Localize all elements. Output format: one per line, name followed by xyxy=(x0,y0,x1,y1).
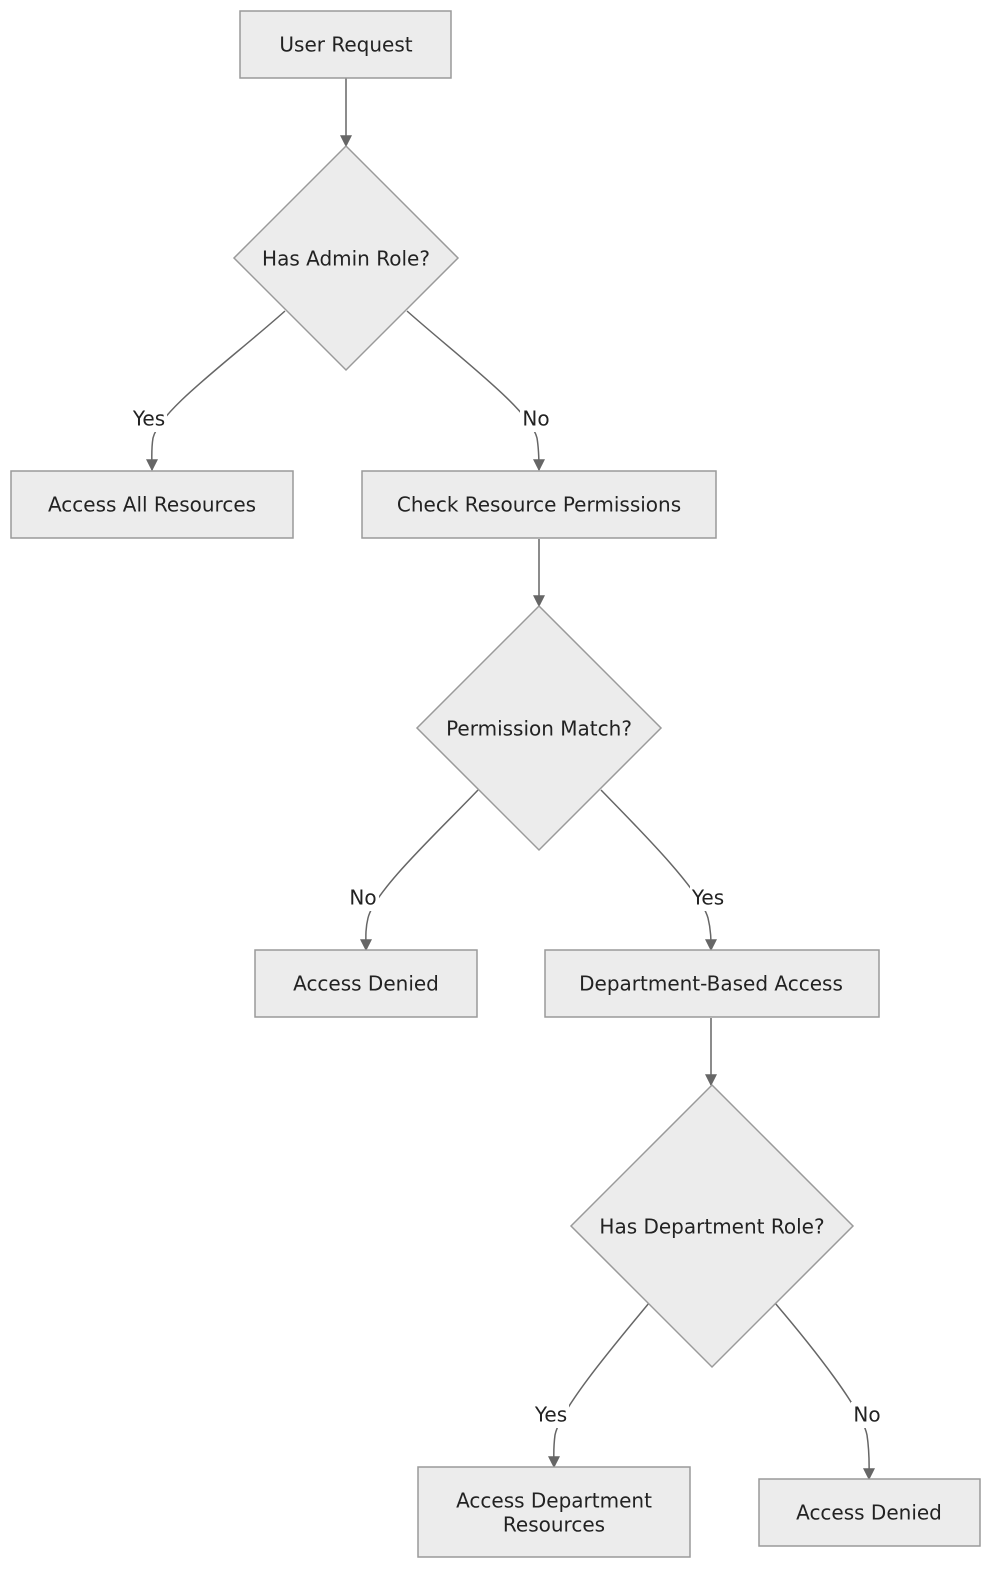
svg-text:Access Denied: Access Denied xyxy=(293,972,439,996)
svg-text:Resources: Resources xyxy=(503,1513,605,1537)
node-access-department-resources: Access Department Resources xyxy=(417,1466,691,1558)
node-access-denied-1: Access Denied xyxy=(254,949,478,1018)
edge-permission-no xyxy=(359,789,479,952)
nodes: User Request Has Admin Role? Access All … xyxy=(10,10,981,1558)
node-access-denied-2: Access Denied xyxy=(758,1478,981,1547)
svg-text:Has Admin Role?: Has Admin Role? xyxy=(262,247,430,271)
edge-label-dept-no: No xyxy=(853,1403,880,1427)
edge-label-dept-yes: Yes xyxy=(534,1403,567,1427)
svg-text:Access Department: Access Department xyxy=(456,1489,652,1513)
svg-text:Department-Based Access: Department-Based Access xyxy=(579,972,843,996)
svg-text:User Request: User Request xyxy=(279,33,412,57)
edge-admin-no xyxy=(406,310,545,472)
edge-label-permission-yes: Yes xyxy=(691,886,724,910)
svg-text:Access All Resources: Access All Resources xyxy=(48,493,256,517)
edge-dept-no xyxy=(774,1302,876,1481)
edge-label-admin-no: No xyxy=(522,407,549,431)
decision-has-department-role: Has Department Role? xyxy=(569,1083,855,1369)
edge-label-permission-no: No xyxy=(349,886,376,910)
decision-has-admin-role: Has Admin Role? xyxy=(232,144,460,372)
svg-text:Access Denied: Access Denied xyxy=(796,1501,942,1525)
edge-permission-yes xyxy=(600,789,717,952)
node-check-resource-permissions: Check Resource Permissions xyxy=(361,470,717,539)
svg-text:Has Department Role?: Has Department Role? xyxy=(599,1215,824,1239)
node-access-all-resources: Access All Resources xyxy=(10,470,294,539)
edge-dept-yes xyxy=(547,1302,650,1469)
node-department-based-access: Department-Based Access xyxy=(544,949,880,1018)
edge-labels: Yes No No Yes Yes No xyxy=(131,406,883,1428)
edge-admin-yes xyxy=(145,310,286,472)
node-user-request: User Request xyxy=(239,10,452,79)
svg-text:Check Resource Permissions: Check Resource Permissions xyxy=(397,493,681,517)
svg-text:Permission Match?: Permission Match? xyxy=(446,717,632,741)
decision-permission-match: Permission Match? xyxy=(415,604,663,852)
edge-label-admin-yes: Yes xyxy=(132,407,165,431)
